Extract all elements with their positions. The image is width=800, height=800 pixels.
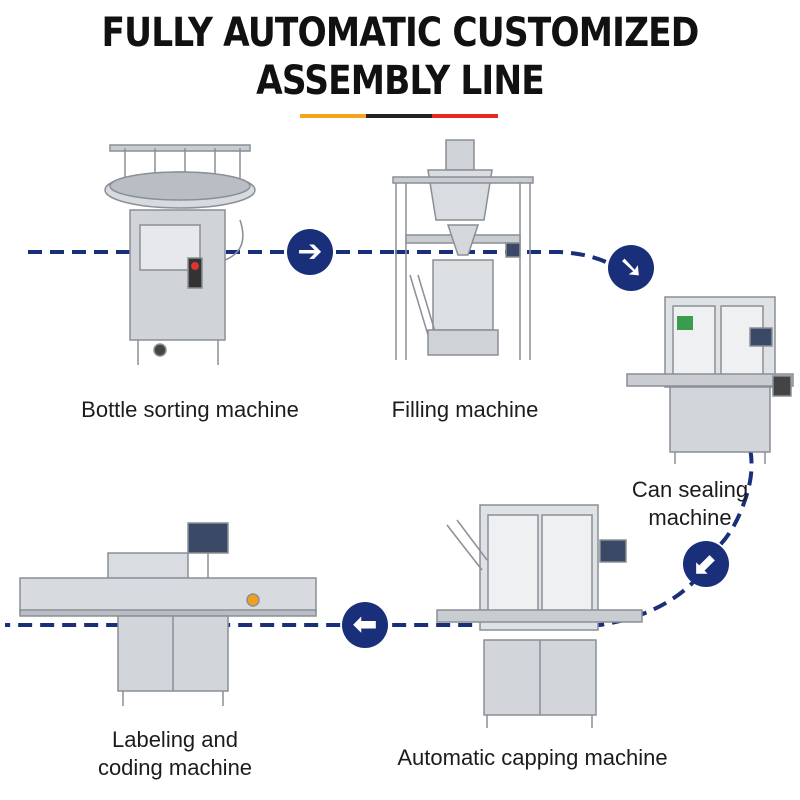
step-label-filling: Filling machine [391,397,539,422]
page-subtitle: ASSEMBLY LINE [256,58,545,104]
step-label-can-sealing-line2: machine [648,505,732,530]
flow-arrow-left-icon: ⬅ [342,602,388,648]
flow-arrow-right-icon: ➔ [287,229,333,275]
step-label-can-sealing-line1: Can sealing [631,477,749,502]
bottle-sorting-machine-image [104,144,256,365]
flow-arrow-down-left-icon: ⬋ [683,541,729,587]
step-label-can-sealing: Can sealing machine [610,476,770,532]
step-label-labeling-coding-line2: coding machine [97,755,253,780]
step-label-automatic-capping: Automatic capping machine [397,745,668,770]
automatic-capping-machine-image [436,504,643,728]
accent-bar-black [366,114,432,118]
accent-bar-orange [300,114,366,118]
step-label-labeling-coding: Labeling and coding machine [60,726,290,782]
can-sealing-machine-image [626,296,794,464]
page-title: FULLY AUTOMATIC CUSTOMIZED [101,10,699,56]
step-label-labeling-coding-line1: Labeling and [111,727,238,752]
accent-bar-red [432,114,498,118]
filling-machine-image [392,139,534,360]
labeling-coding-machine-image [19,522,317,706]
flow-arrow-down-right-icon: ➘ [608,245,654,291]
step-label-bottle-sorting: Bottle sorting machine [81,397,299,422]
